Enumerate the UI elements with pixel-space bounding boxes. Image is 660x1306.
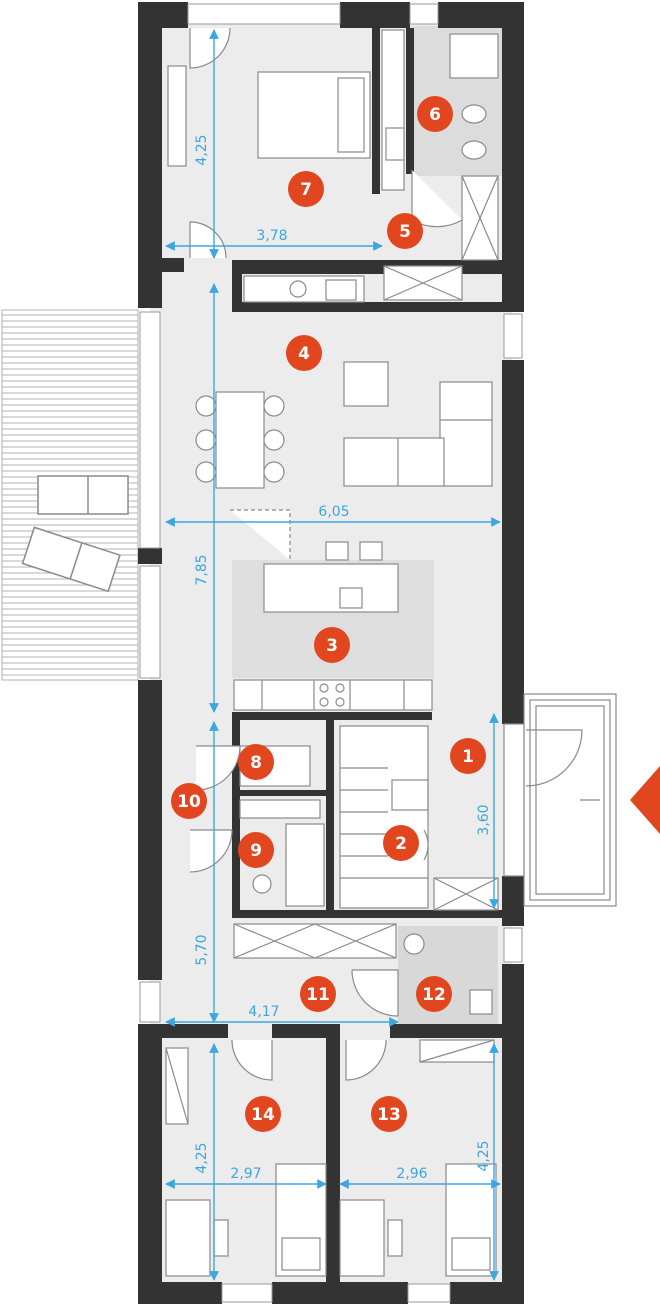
room-marker-9[interactable]: 9 [238, 832, 274, 868]
room-marker-10[interactable]: 10 [171, 783, 207, 819]
room-label-9: 9 [250, 841, 262, 861]
room-label-7: 7 [300, 180, 312, 200]
room-label-3: 3 [326, 636, 338, 656]
room-label-12: 12 [422, 985, 446, 1005]
sun-lounger [21, 526, 121, 593]
dimension-labels: 4,25 3,78 7,85 6,05 3,60 5,70 4,17 4,25 … [194, 134, 492, 1182]
terrace [1, 309, 139, 681]
room-label-14: 14 [251, 1105, 275, 1125]
dim-bedroom7-height: 4,25 [194, 134, 210, 165]
room-marker-5[interactable]: 5 [387, 213, 423, 249]
room-marker-1[interactable]: 1 [450, 738, 486, 774]
entrance-arrow-icon [630, 766, 660, 834]
room-label-1: 1 [462, 747, 474, 767]
room-marker-3[interactable]: 3 [314, 627, 350, 663]
room-marker-8[interactable]: 8 [238, 744, 274, 780]
room-marker-7[interactable]: 7 [288, 171, 324, 207]
dim-living-height: 7,85 [194, 554, 210, 585]
room-marker-11[interactable]: 11 [300, 976, 336, 1012]
room-marker-2[interactable]: 2 [383, 825, 419, 861]
room-label-5: 5 [399, 222, 411, 242]
entrance-porch [503, 693, 617, 907]
walls [138, 2, 524, 1304]
room-label-13: 13 [377, 1105, 401, 1125]
windows [139, 3, 523, 1303]
room-label-11: 11 [306, 985, 330, 1005]
room-label-4: 4 [298, 344, 310, 364]
dim-room13-height: 4,25 [476, 1140, 492, 1171]
dim-entry-height: 3,60 [476, 804, 492, 835]
dimension-lines [165, 29, 501, 1281]
dim-room13-width: 2,96 [396, 1166, 427, 1182]
room-marker-6[interactable]: 6 [417, 96, 453, 132]
room-markers: 1 2 3 4 5 6 7 8 9 10 11 12 13 14 [171, 96, 486, 1132]
sun-lounger [37, 475, 129, 515]
dim-bedroom7-width: 3,78 [256, 228, 287, 244]
room-label-8: 8 [250, 753, 262, 773]
dim-living-width: 6,05 [318, 504, 349, 520]
room-marker-14[interactable]: 14 [245, 1096, 281, 1132]
dim-room14-width: 2,97 [230, 1166, 261, 1182]
dim-hall-height: 5,70 [194, 934, 210, 965]
room-marker-12[interactable]: 12 [416, 976, 452, 1012]
room-marker-4[interactable]: 4 [286, 335, 322, 371]
dim-room14-height: 4,25 [194, 1142, 210, 1173]
room-label-2: 2 [395, 834, 407, 854]
room-label-6: 6 [429, 105, 441, 125]
furniture [165, 27, 499, 1277]
room-marker-13[interactable]: 13 [371, 1096, 407, 1132]
dim-hall-width: 4,17 [248, 1004, 279, 1020]
room-label-10: 10 [177, 792, 201, 812]
